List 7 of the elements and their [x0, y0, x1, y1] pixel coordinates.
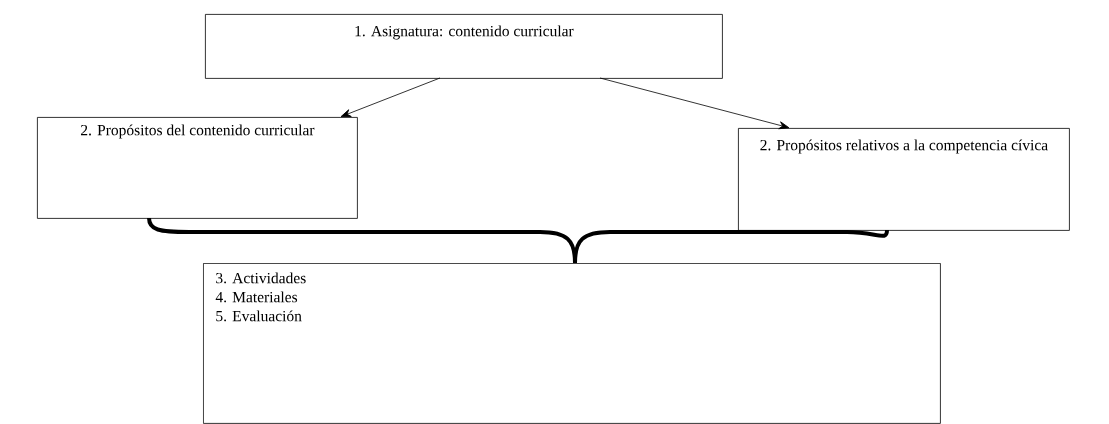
text-box: 2. Propósitos relativos a la competencia cívica: [738, 128, 1070, 231]
text-box: 3. Actividades 4. Materiales 5. Evaluación: [203, 263, 941, 424]
text-box: 2. Propósitos del contenido curricular: [37, 117, 358, 219]
arrow: [599, 77, 790, 130]
brace: [573, 229, 889, 264]
text-box: 1. Asignatura: contenido curricular: [205, 14, 723, 79]
arrow: [340, 77, 441, 117]
